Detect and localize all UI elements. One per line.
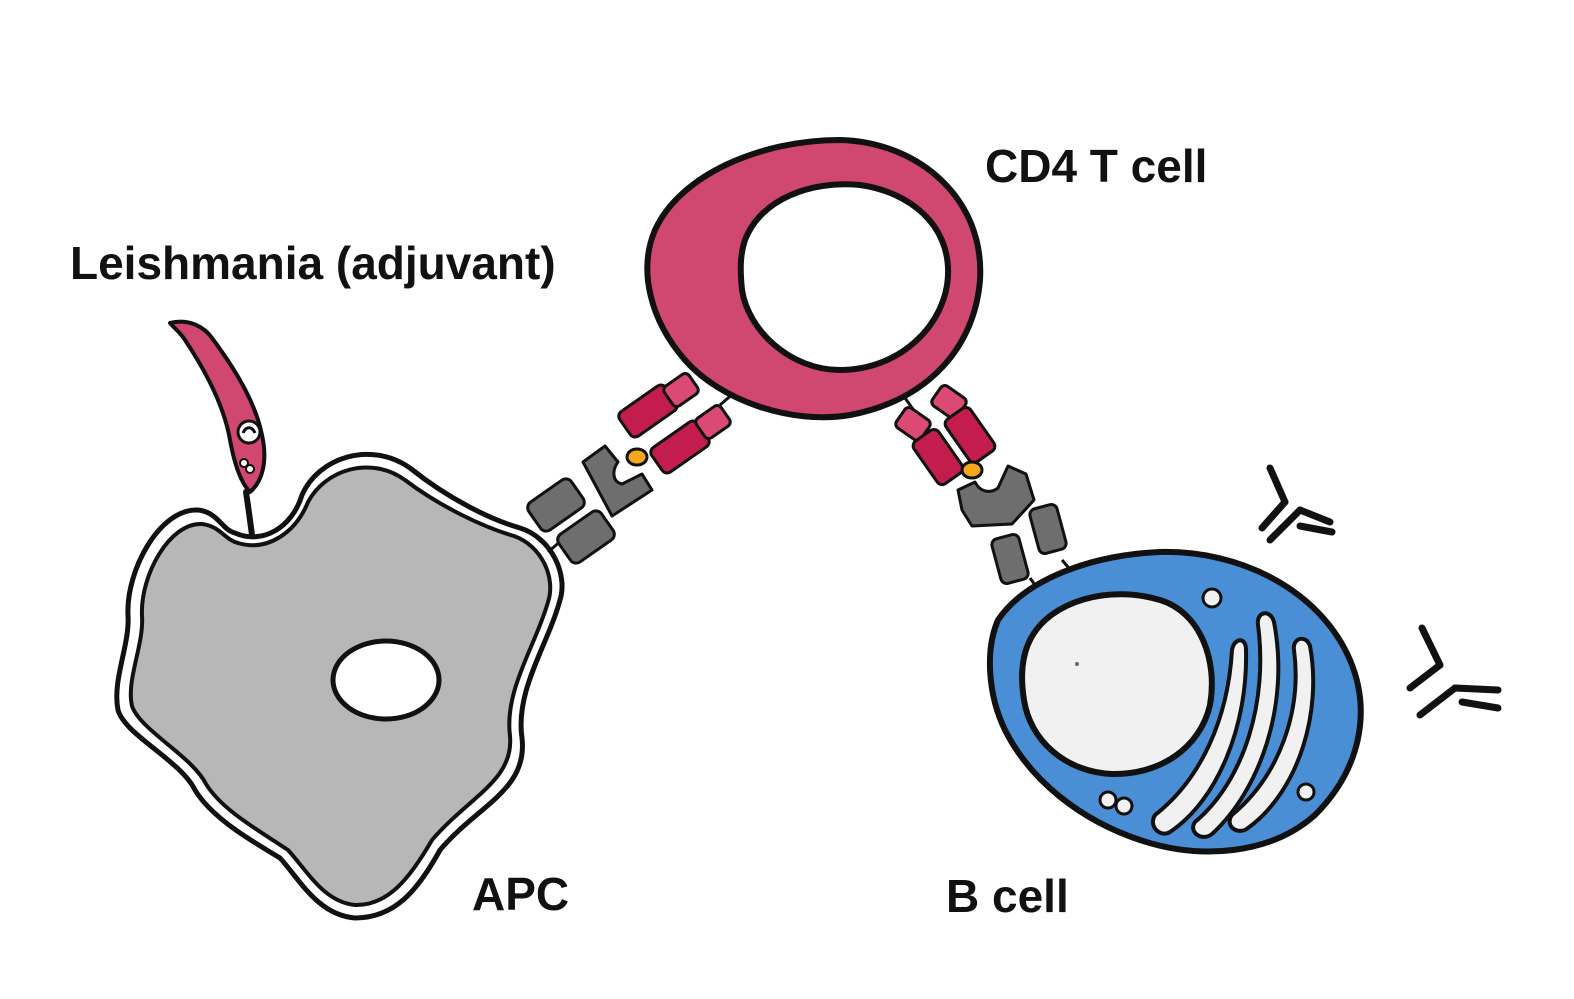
leishmania-vacuole-1 (239, 458, 249, 468)
bcell-vesicle-1 (1201, 587, 1223, 609)
leishmania-nucleus (236, 419, 262, 445)
bcell-vesicle-4 (1296, 782, 1316, 802)
b-cell-label: B cell (946, 870, 1069, 922)
er-cisterna-1 (1150, 638, 1249, 836)
antibody-2 (1406, 624, 1502, 719)
leishmania-body (168, 319, 267, 494)
mhc-domain-2 (556, 509, 616, 565)
leishmania-vacuole-2 (245, 464, 255, 474)
mhc-domain-1 (526, 477, 586, 533)
apc-label: APC (472, 868, 570, 920)
bcell-nucleus (1019, 591, 1215, 778)
antibody-1 (1258, 464, 1336, 544)
er-cisterna-2 (1191, 611, 1281, 839)
cd4-domain-left-1 (662, 372, 700, 408)
mhc-right-domain-2 (1028, 503, 1068, 555)
er-cisterna-3 (1227, 636, 1316, 833)
b-cell (987, 548, 1364, 855)
tcell-nucleus (737, 181, 952, 373)
tcr-beta-right (943, 405, 997, 465)
leishmania-flagellum (243, 489, 255, 538)
antigen-peptide-right (960, 460, 984, 480)
tcell-bcell-synapse (894, 384, 1076, 593)
apc-cell (114, 451, 565, 921)
mhc-right-domain-1 (990, 533, 1030, 585)
leishmania-kinetoplast (241, 426, 257, 434)
mhc-groove (581, 444, 654, 518)
leishmania-parasite (168, 319, 267, 538)
bcell-vesicle-3 (1114, 796, 1134, 816)
bcell-vesicle-2 (1098, 790, 1118, 810)
cd4-t-cell (644, 137, 984, 421)
bcell-nucleus-speck (1075, 662, 1079, 666)
apc-tcell-synapse (526, 372, 736, 565)
tcr-alpha-right (911, 427, 965, 487)
leishmania-label: Leishmania (adjuvant) (70, 237, 556, 289)
antigen-peptide-left (625, 447, 649, 467)
mhc-groove-right (956, 464, 1036, 528)
cd4-t-cell-label: CD4 T cell (985, 140, 1208, 192)
cd4-domain-left-2 (694, 404, 732, 440)
apc-nucleus (330, 638, 442, 722)
